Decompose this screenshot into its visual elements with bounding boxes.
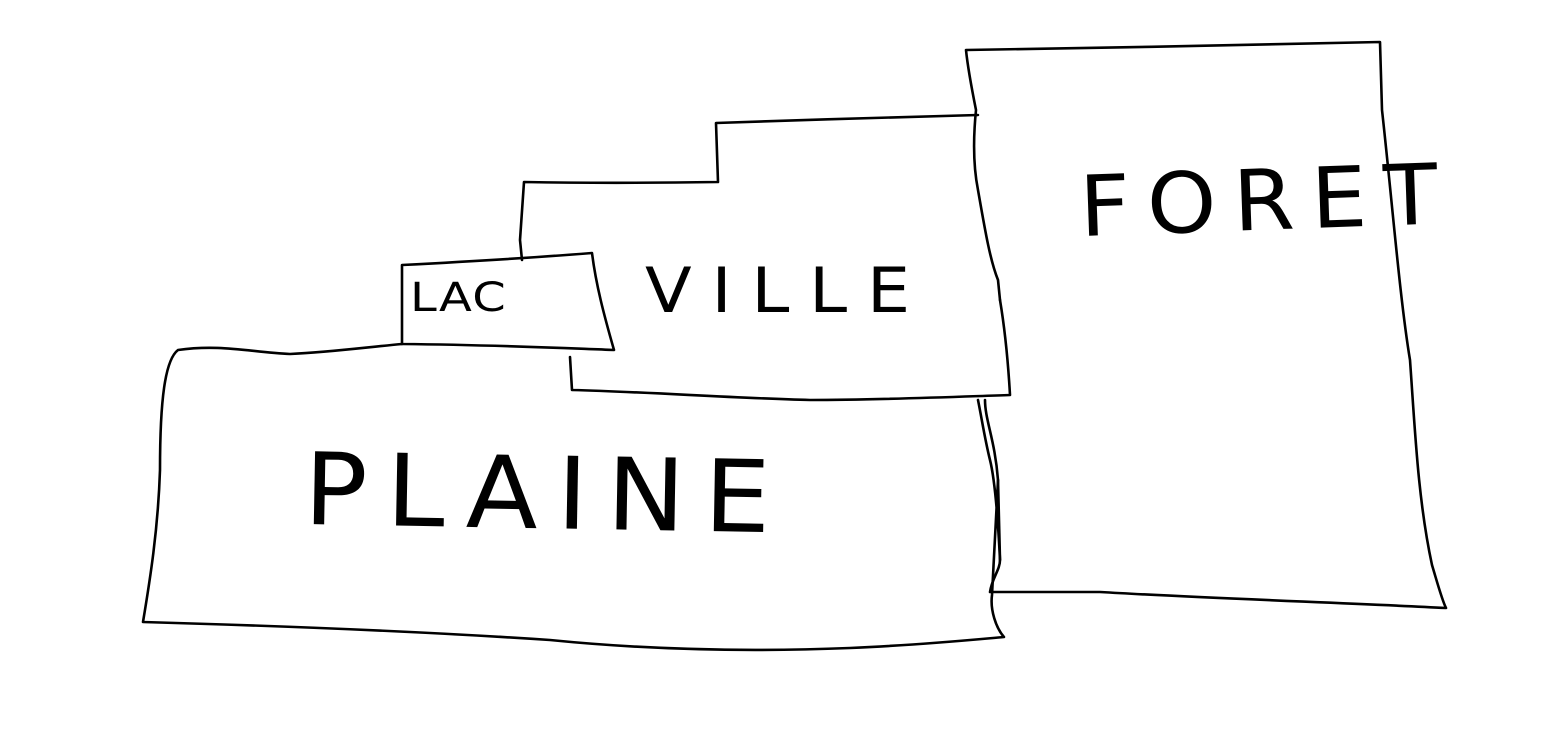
region-label-ville: VILLE [645, 254, 930, 327]
region-label-lac: LAC [410, 275, 507, 321]
region-ville-outline [518, 113, 1012, 402]
region-label-foret: FORET [1077, 144, 1456, 256]
region-plaine-outline [141, 342, 1006, 652]
region-foret-outline [964, 40, 1448, 610]
region-label-plaine: PLAINE [303, 431, 791, 557]
region-lac-outline [400, 251, 616, 352]
